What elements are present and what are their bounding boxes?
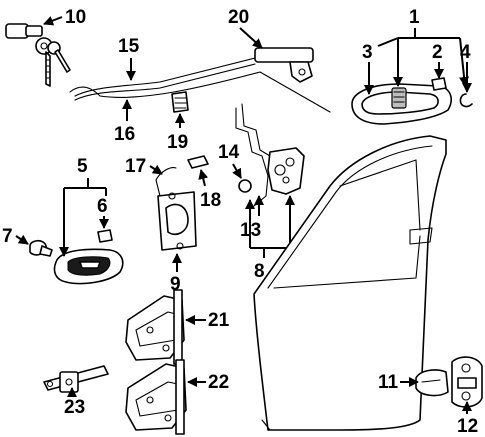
leader-7 bbox=[15, 234, 29, 245]
callout-3: 3 bbox=[362, 42, 373, 63]
part-1-4-outside-handle bbox=[351, 77, 473, 125]
part-23-door-check bbox=[43, 365, 109, 393]
part-20-rod-bracket bbox=[254, 47, 314, 83]
callout-1: 1 bbox=[409, 7, 420, 28]
leader-1-to-clip bbox=[459, 37, 470, 87]
leader-1-to-3 bbox=[377, 37, 399, 47]
part-10-lock-cylinder-with-keys bbox=[5, 23, 71, 87]
callout-14: 14 bbox=[218, 142, 240, 163]
callout-23: 23 bbox=[64, 397, 85, 418]
part-18-clip bbox=[187, 155, 209, 169]
part-22-lower-hinge bbox=[125, 359, 187, 435]
part-19-rod-clip bbox=[171, 91, 189, 113]
leader-18 bbox=[198, 169, 209, 187]
callout-9: 9 bbox=[170, 274, 181, 295]
callout-11: 11 bbox=[378, 372, 399, 393]
callout-8: 8 bbox=[254, 261, 265, 282]
front-door-panel bbox=[253, 135, 447, 431]
callout-6: 6 bbox=[97, 196, 108, 217]
callout-20: 20 bbox=[228, 7, 249, 28]
callout-4: 4 bbox=[460, 42, 471, 63]
part-11-striker bbox=[415, 369, 449, 397]
leader-17 bbox=[149, 164, 163, 175]
callout-19: 19 bbox=[167, 132, 188, 153]
callout-7: 7 bbox=[2, 226, 13, 247]
callout-15: 15 bbox=[118, 36, 140, 57]
callout-18: 18 bbox=[200, 190, 221, 211]
part-8-13-14-lock-actuator bbox=[235, 103, 305, 207]
part-6-handle-cap bbox=[97, 229, 113, 243]
callout-5: 5 bbox=[77, 156, 88, 177]
part-17-rod bbox=[155, 167, 177, 197]
callout-21: 21 bbox=[208, 310, 230, 331]
part-5-inside-handle bbox=[53, 248, 124, 285]
part-9-lock-assembly bbox=[157, 191, 197, 251]
part-21-upper-hinge bbox=[125, 289, 185, 365]
leader-14 bbox=[232, 163, 242, 179]
callout-10: 10 bbox=[65, 7, 86, 28]
part-15-16-linkage-rods bbox=[69, 57, 331, 113]
leader-20 bbox=[239, 27, 263, 49]
part-7-screw-cover bbox=[29, 239, 53, 257]
callout-2: 2 bbox=[432, 42, 443, 63]
callout-17: 17 bbox=[125, 156, 146, 177]
callout-16: 16 bbox=[114, 124, 135, 145]
callout-22: 22 bbox=[208, 372, 229, 393]
part-12-striker-plate bbox=[451, 356, 483, 408]
leader-10 bbox=[43, 16, 63, 26]
callout-12: 12 bbox=[457, 416, 478, 437]
